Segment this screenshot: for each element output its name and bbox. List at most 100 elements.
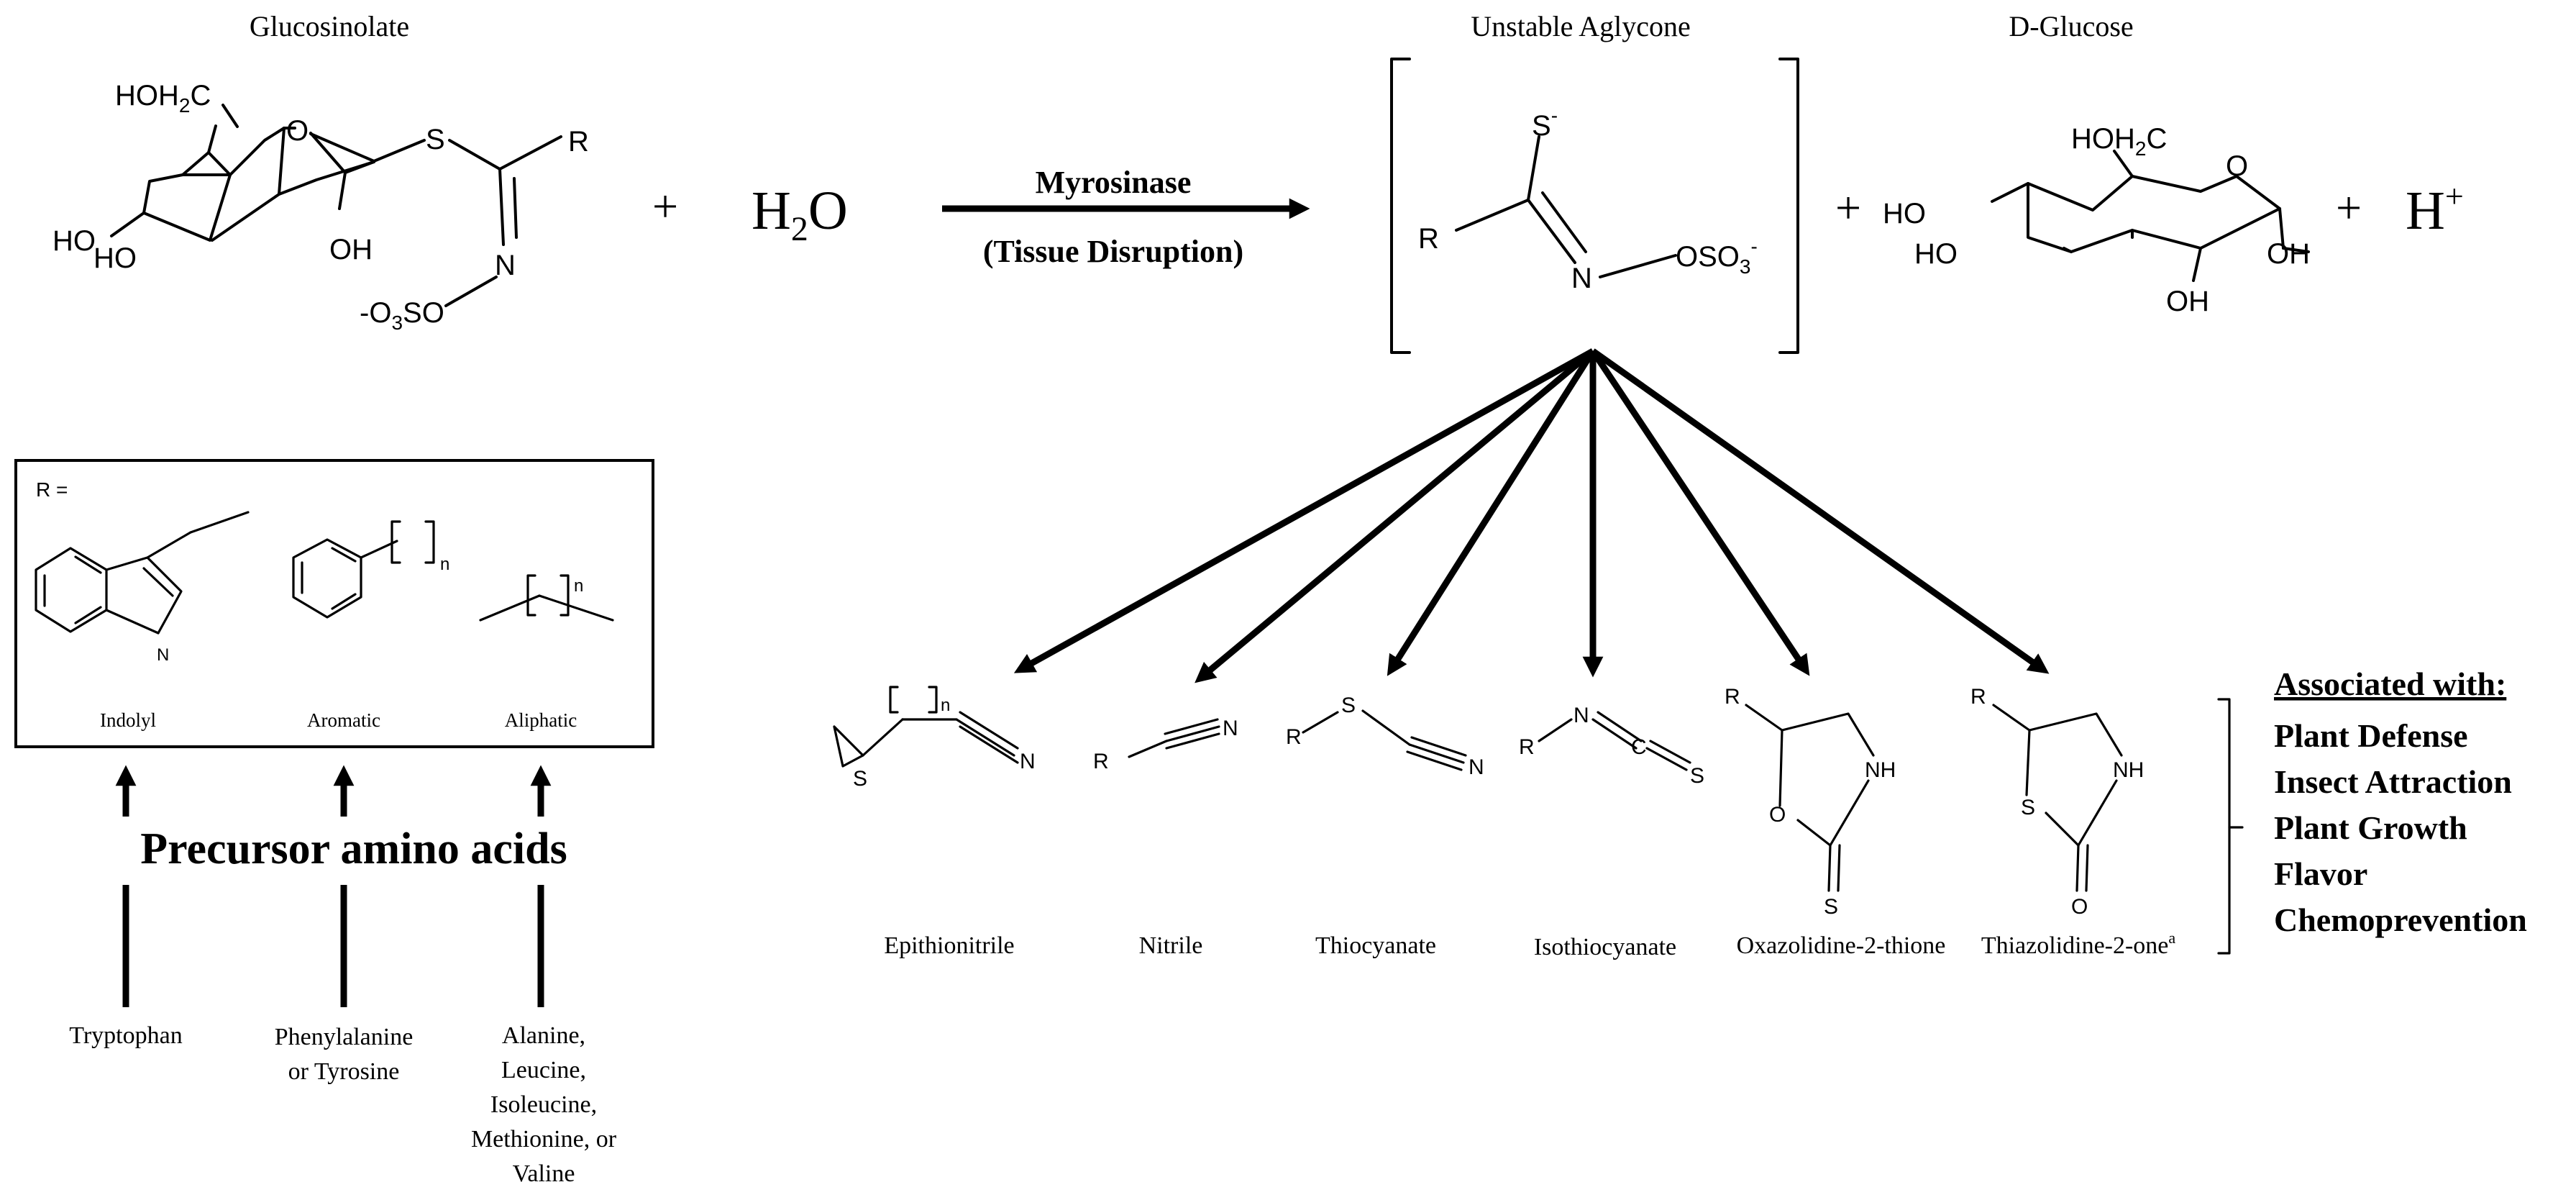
- ring-oxygen: O: [286, 115, 309, 147]
- precursor-title: Precursor amino acids: [140, 824, 567, 873]
- source-methionine: Methionine, or: [471, 1126, 617, 1153]
- r-group-aliphatic-label: Aliphatic: [505, 709, 577, 731]
- aglycone-oso3: OSO3-: [1676, 235, 1758, 278]
- thiaz-o: O: [2071, 895, 2088, 919]
- thiaz-nh: NH: [2113, 758, 2144, 782]
- source-valine: Valine: [513, 1160, 575, 1187]
- epithio-n-sub: n: [941, 696, 950, 715]
- thiaz-r: R: [1970, 685, 1986, 709]
- condition-label: (Tissue Disruption): [983, 234, 1243, 269]
- thiolate-sulfur: S-: [1532, 104, 1558, 142]
- oxaz-s: S: [1824, 895, 1838, 919]
- indolyl-n: N: [157, 645, 169, 665]
- thiazolidinone-structure: R NH S O: [1970, 685, 2144, 919]
- epithio-s: S: [853, 767, 867, 791]
- nitrile-r: R: [1093, 750, 1109, 773]
- r-group-indolyl-label: Indolyl: [100, 709, 156, 731]
- glucose-ho-1: HO: [1883, 198, 1926, 229]
- thiocyanate-r: R: [1286, 725, 1302, 749]
- r-group-box-label: R =: [36, 478, 68, 501]
- glucose-ho-2: HO: [1914, 238, 1958, 270]
- atom-ho-2: HO: [93, 242, 137, 274]
- arrow-to-oxazolidinethione: [1590, 349, 1810, 676]
- nitrile-n: N: [1223, 717, 1238, 740]
- product-label-thiazolidinone: Thiazolidine-2-onea: [1981, 929, 2176, 959]
- glucose-oh-1: OH: [2267, 238, 2310, 270]
- atom-ho-1: HO: [52, 225, 96, 257]
- glucose-structure: HOH2C O HO HO OH OH: [1883, 123, 2310, 317]
- association-item: Insect Attraction: [2274, 763, 2512, 800]
- arrow-to-epithionitrile: [1013, 348, 1595, 673]
- product-label-nitrile: Nitrile: [1139, 932, 1203, 959]
- associations-list: Associated with: Plant Defense Insect At…: [2274, 665, 2527, 938]
- source-alanine: Alanine,: [502, 1022, 585, 1049]
- product-label-thiocyanate: Thiocyanate: [1315, 932, 1436, 959]
- indolyl-structure: N: [35, 511, 250, 665]
- plus-2: +: [1835, 182, 1861, 233]
- source-phenylalanine: Phenylalanine: [275, 1024, 414, 1050]
- aliphatic-structure: n: [479, 574, 614, 622]
- thiocyanate-s: S: [1341, 694, 1356, 717]
- thio-sulfur: S: [426, 124, 445, 155]
- r-group-box: [14, 459, 654, 748]
- aglycone-heading: Unstable Aglycone: [1471, 10, 1691, 42]
- source-tryptophan: Tryptophan: [69, 1022, 182, 1049]
- product-label-isothiocyanate: Isothiocyanate: [1534, 934, 1676, 960]
- arrow-to-nitrile: [1195, 348, 1595, 683]
- glucosinolate-structure: HOH2C O S R HO HO OH N -O3SO: [52, 80, 589, 334]
- association-item: Plant Defense: [2274, 717, 2468, 754]
- glucose-oh-2: OH: [2166, 286, 2209, 317]
- arrow-to-thiocyanate: [1387, 349, 1596, 676]
- thiocyanate-structure: R S N: [1286, 694, 1484, 779]
- iso-r: R: [1519, 735, 1535, 759]
- arrow-to-thiazolidinone: [1591, 348, 2050, 674]
- thiocyanate-n: N: [1469, 755, 1484, 779]
- aromatic-structure: n: [292, 520, 449, 619]
- atom-oh: OH: [329, 234, 373, 265]
- associations-title: Associated with:: [2274, 665, 2506, 702]
- glucose-heading: D-Glucose: [2009, 10, 2133, 42]
- source-tyrosine: or Tyrosine: [288, 1058, 400, 1085]
- oxaz-r: R: [1725, 685, 1740, 709]
- association-item: Plant Growth: [2274, 809, 2467, 846]
- association-item: Flavor: [2274, 855, 2367, 892]
- source-leucine: Leucine,: [501, 1057, 586, 1083]
- sulfonate-group: -O3SO: [360, 297, 444, 334]
- r-group: R: [568, 126, 589, 158]
- nitrile-structure: R N: [1093, 717, 1238, 773]
- oxaz-o: O: [1769, 803, 1786, 827]
- product-labels: Epithionitrile Nitrile Thiocyanate Isoth…: [884, 929, 2175, 960]
- product-label-epithionitrile: Epithionitrile: [884, 932, 1014, 959]
- product-label-oxazolidinethione: Oxazolidine-2-thione: [1737, 932, 1946, 959]
- glucose-hoh2c: HOH2C: [2071, 123, 2167, 160]
- water: H2O: [752, 181, 848, 248]
- proton: H+: [2406, 178, 2464, 241]
- atom-hoh2c: HOH2C: [115, 80, 211, 117]
- oxazolidinethione-structure: R NH O S: [1725, 685, 1896, 919]
- aromatic-n-sub: n: [440, 555, 449, 574]
- product-bracket: [2217, 698, 2231, 955]
- plus-3: +: [2336, 182, 2362, 233]
- epithionitrile-structure: S n N: [833, 686, 1036, 791]
- source-isoleucine: Isoleucine,: [490, 1091, 597, 1118]
- product-arrows: [1013, 348, 2050, 683]
- r-group-aromatic-label: Aromatic: [307, 709, 380, 731]
- oxaz-nh: NH: [1865, 758, 1896, 782]
- isothiocyanate-structure: R N C S: [1519, 704, 1704, 788]
- thiaz-s: S: [2021, 796, 2035, 819]
- aglycone-r: R: [1418, 223, 1439, 255]
- iso-s: S: [1690, 764, 1704, 788]
- aliphatic-n-sub: n: [574, 576, 583, 596]
- glucose-ring-o: O: [2226, 150, 2248, 182]
- iso-c: C: [1631, 735, 1647, 759]
- epithio-n: N: [1020, 750, 1036, 773]
- plus-1: +: [652, 181, 678, 232]
- imine-nitrogen: N: [495, 250, 516, 281]
- association-item: Chemoprevention: [2274, 901, 2527, 938]
- enzyme-label: Myrosinase: [1036, 165, 1192, 200]
- aglycone-n: N: [1571, 263, 1592, 294]
- iso-n: N: [1574, 704, 1589, 727]
- glucosinolate-heading: Glucosinolate: [250, 10, 409, 42]
